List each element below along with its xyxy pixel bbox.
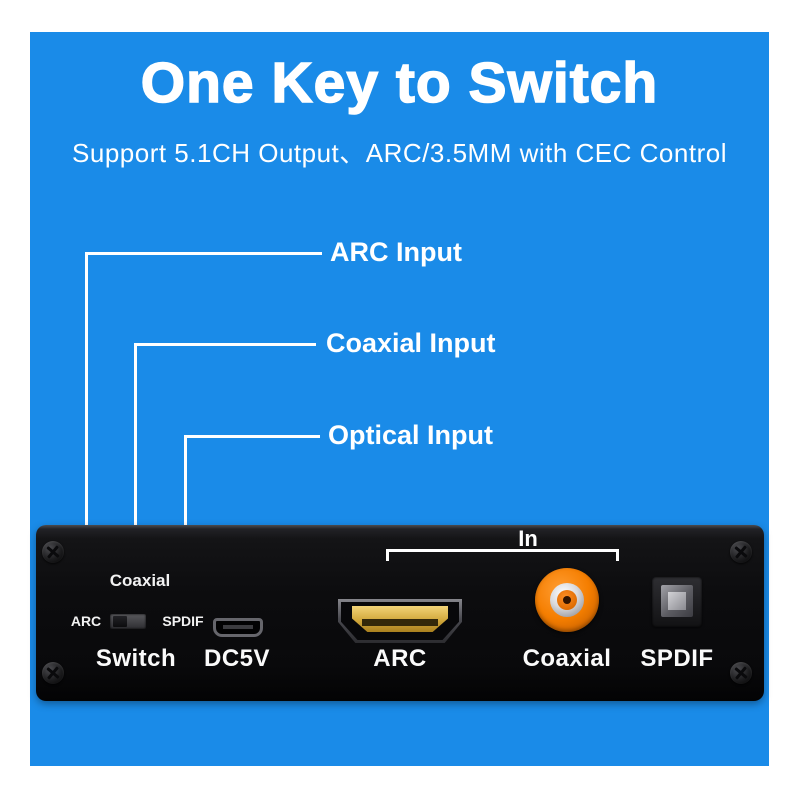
port-label-arc: ARC bbox=[373, 645, 427, 672]
banner-subtitle: Support 5.1CH Output、ARC/3.5MM with CEC … bbox=[72, 138, 727, 168]
screw-bottom-right-icon bbox=[730, 662, 752, 684]
mode-slide-switch bbox=[110, 614, 146, 629]
in-group-label: In bbox=[518, 526, 538, 551]
screw-top-right-icon bbox=[730, 541, 752, 563]
port-label-spdif: SPDIF bbox=[640, 645, 714, 672]
hdmi-connector-slot bbox=[362, 619, 438, 626]
screw-bottom-left-icon bbox=[42, 662, 64, 684]
hdmi-arc-port bbox=[338, 599, 462, 643]
rca-inner-ring bbox=[557, 590, 577, 610]
banner-title: One Key to Switch bbox=[140, 50, 659, 116]
coaxial-rca-jack bbox=[535, 568, 599, 632]
hdmi-cavity bbox=[341, 602, 459, 640]
callout-label-optical-input: Optical Input bbox=[328, 420, 493, 450]
dc5v-micro-usb-port bbox=[213, 618, 263, 637]
rca-metal-ring bbox=[550, 583, 584, 617]
device-rear-panel: Coaxial ARC SPDIF In bbox=[36, 525, 764, 701]
switch-position-spdif-label: SPDIF bbox=[162, 613, 204, 629]
port-label-dc5v: DC5V bbox=[203, 645, 271, 672]
rca-center-hole bbox=[563, 596, 571, 604]
callout-label-coaxial-input: Coaxial Input bbox=[326, 328, 496, 358]
callout-line-coaxial-vertical bbox=[134, 343, 137, 527]
port-label-coaxial: Coaxial bbox=[522, 645, 612, 672]
in-group-bracket bbox=[386, 549, 619, 561]
switch-position-coaxial-label: Coaxial bbox=[109, 571, 171, 590]
callout-label-arc-input: ARC Input bbox=[330, 237, 462, 267]
slide-switch-knob bbox=[113, 616, 127, 627]
spdif-optical-window bbox=[668, 592, 686, 610]
spdif-optical-port bbox=[652, 577, 702, 627]
callout-line-arc-vertical bbox=[85, 252, 88, 527]
hdmi-connector-gold bbox=[352, 606, 448, 632]
callout-line-coaxial-horizontal bbox=[134, 343, 316, 346]
spdif-optical-shutter bbox=[661, 585, 693, 617]
port-label-switch: Switch bbox=[95, 645, 177, 672]
callout-line-optical-vertical bbox=[184, 435, 187, 527]
switch-position-arc-label: ARC bbox=[70, 613, 102, 629]
screw-top-left-icon bbox=[42, 541, 64, 563]
callout-line-arc-horizontal bbox=[85, 252, 322, 255]
callout-line-optical-horizontal bbox=[184, 435, 320, 438]
